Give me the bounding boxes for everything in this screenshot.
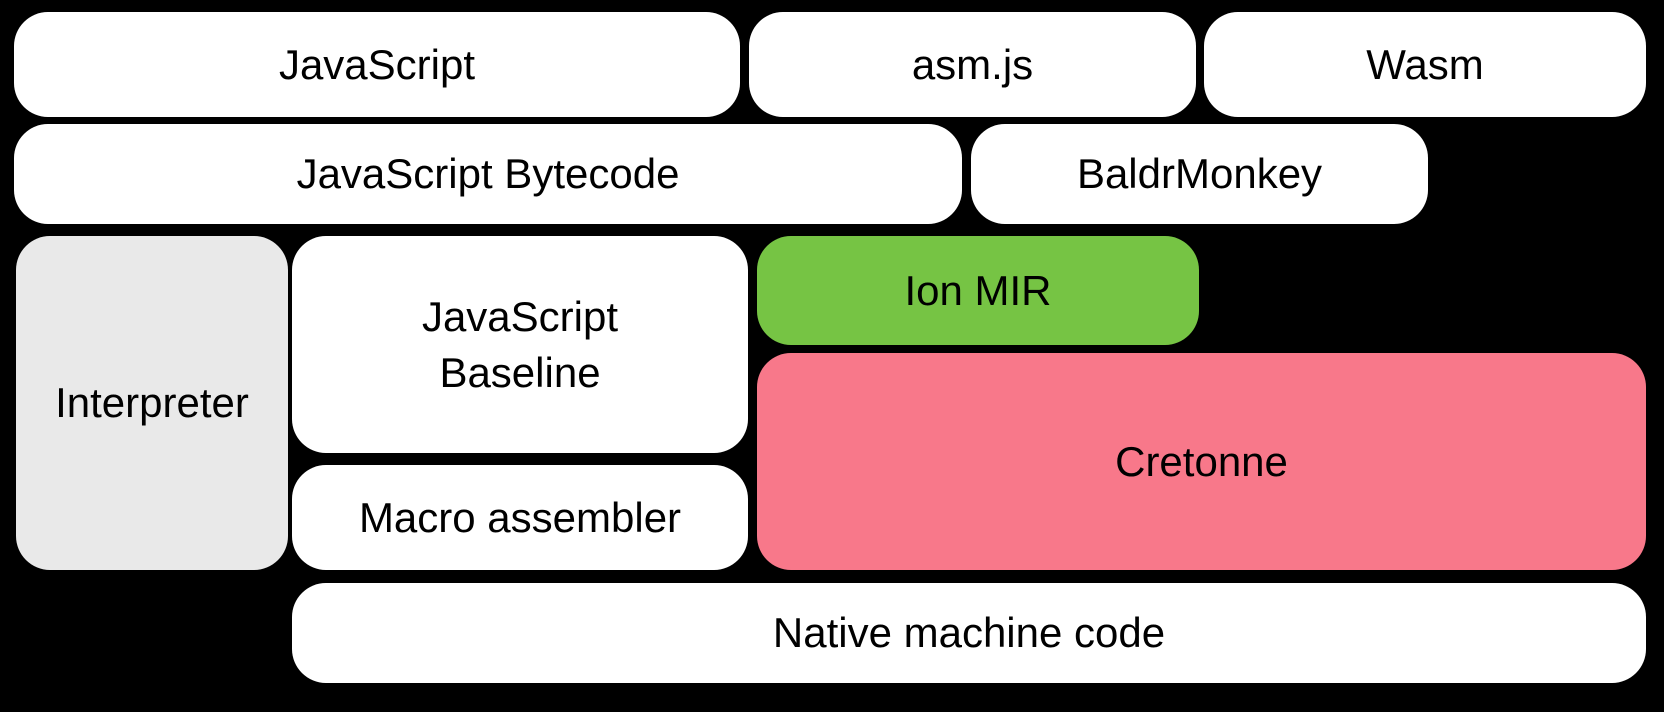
box-asmjs: asm.js	[749, 12, 1196, 117]
box-cretonne: Cretonne	[757, 353, 1646, 570]
box-ion-mir: Ion MIR	[757, 236, 1199, 345]
box-javascript: JavaScript	[14, 12, 740, 117]
box-wasm: Wasm	[1204, 12, 1646, 117]
box-macro-assembler: Macro assembler	[292, 465, 748, 570]
box-baldrmonkey: BaldrMonkey	[971, 124, 1428, 224]
box-javascript-bytecode: JavaScript Bytecode	[14, 124, 962, 224]
box-javascript-baseline: JavaScript Baseline	[292, 236, 748, 453]
box-native-machine-code: Native machine code	[292, 583, 1646, 683]
box-interpreter: Interpreter	[16, 236, 288, 570]
